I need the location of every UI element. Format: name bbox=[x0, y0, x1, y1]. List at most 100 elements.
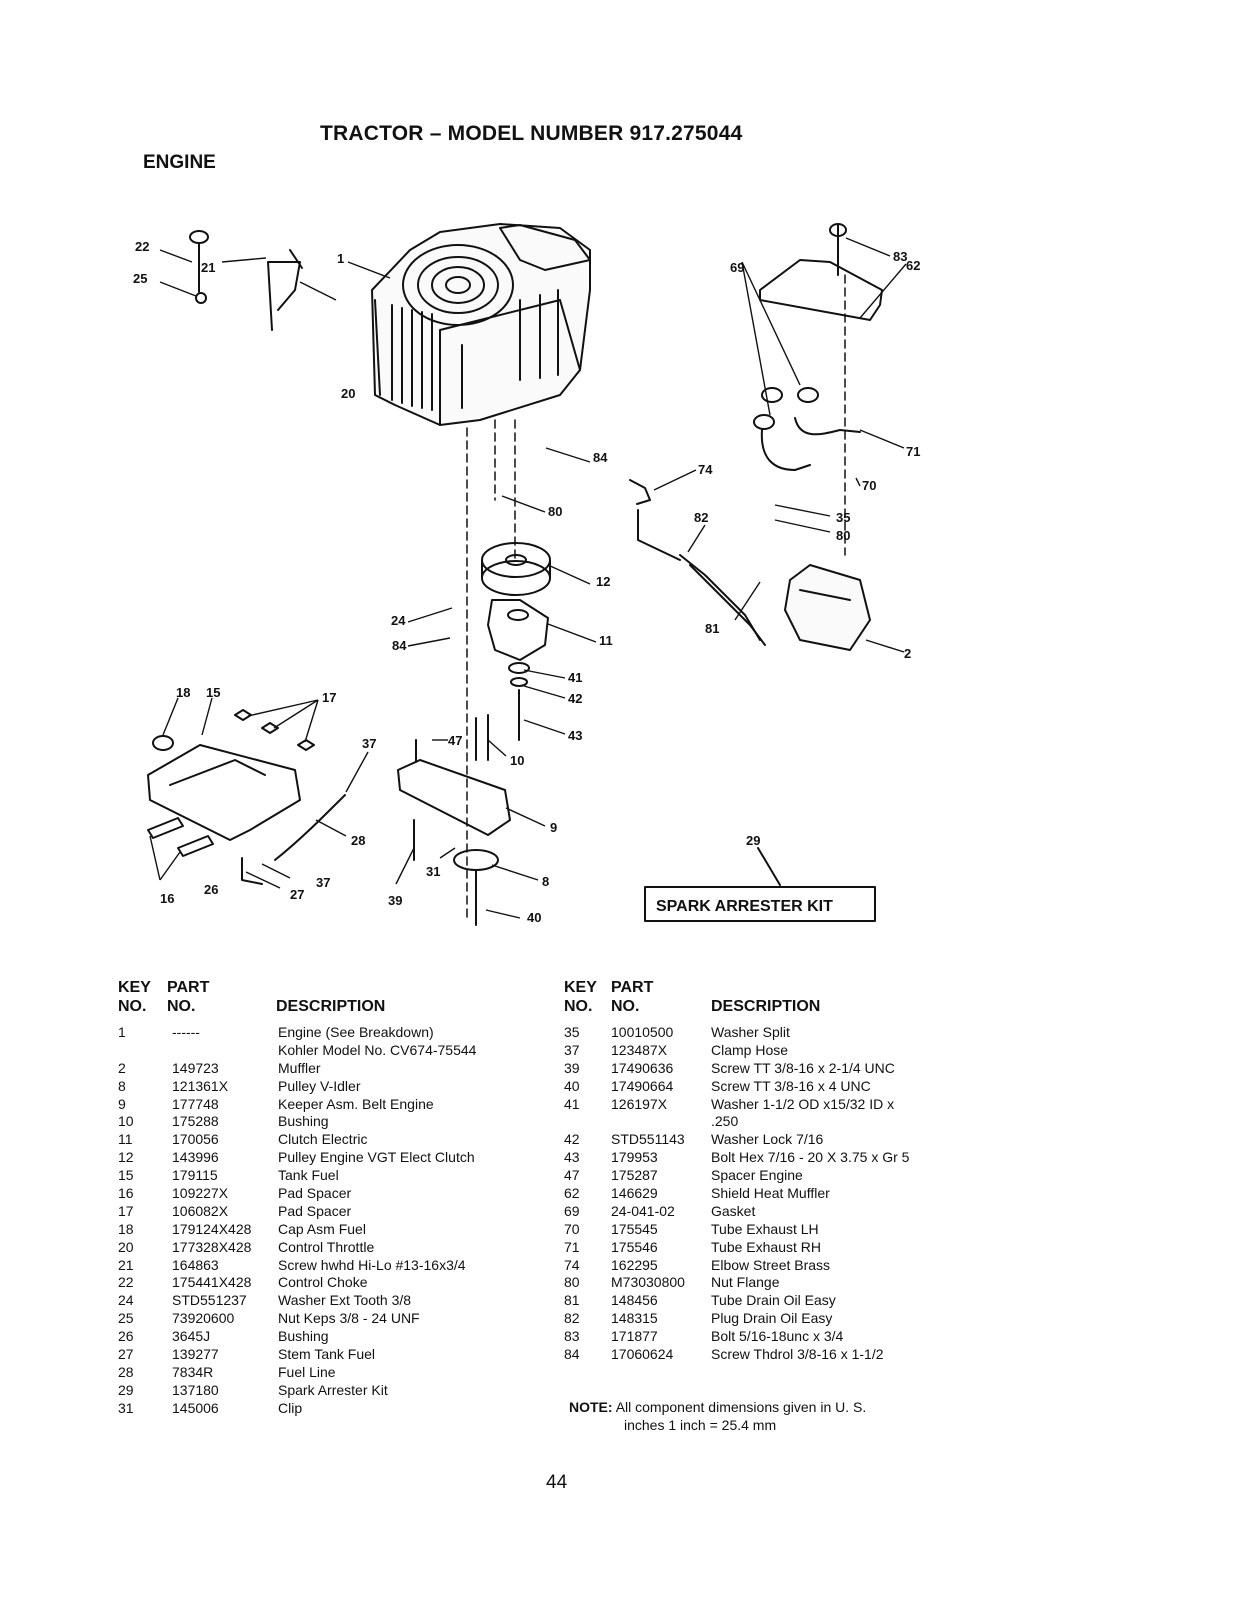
key-number: 35 bbox=[564, 1024, 580, 1040]
part-description: Screw Thdrol 3/8-16 x 1-1/2 bbox=[711, 1346, 884, 1363]
key-number: 12 bbox=[118, 1149, 134, 1166]
part-number: 17490636 bbox=[611, 1059, 674, 1076]
spark-arrester-kit-label: SPARK ARRESTER KIT bbox=[656, 898, 833, 915]
key-number: 69 bbox=[564, 1202, 580, 1219]
key-number: 20 bbox=[118, 1238, 134, 1255]
part-description: Cap Asm Fuel bbox=[278, 1220, 366, 1237]
part-number: 179115 bbox=[172, 1167, 218, 1184]
part-description: Washer 1-1/2 OD x15/32 ID x bbox=[711, 1095, 895, 1112]
callout: 12 bbox=[596, 574, 610, 589]
part-number: 179953 bbox=[611, 1149, 658, 1166]
note-line-1: All component dimensions given in U. S. bbox=[615, 1399, 867, 1415]
callout: 35 bbox=[836, 510, 850, 525]
part-description: Pulley V-Idler bbox=[278, 1077, 361, 1094]
callout: 83 bbox=[893, 249, 907, 264]
dimension-note: NOTE: All component dimensions given in … bbox=[569, 1398, 866, 1434]
callout: 22 bbox=[135, 239, 149, 254]
callout: 17 bbox=[322, 690, 336, 705]
key-number: 41 bbox=[564, 1095, 580, 1112]
part-description: Control Throttle bbox=[278, 1238, 375, 1255]
key-number: 15 bbox=[118, 1167, 134, 1184]
callout: 11 bbox=[599, 633, 613, 648]
key-number: 31 bbox=[118, 1399, 134, 1416]
header-key: KEY bbox=[118, 979, 151, 996]
part-description: Gasket bbox=[711, 1202, 756, 1219]
part-number: 17490664 bbox=[611, 1077, 674, 1094]
page-number: 44 bbox=[546, 1472, 568, 1493]
callout: 43 bbox=[568, 728, 582, 743]
part-number: 179124X428 bbox=[172, 1220, 252, 1237]
part-number: 143996 bbox=[172, 1149, 219, 1166]
callout: 37 bbox=[362, 736, 376, 751]
key-number: 9 bbox=[118, 1095, 126, 1112]
key-number: 37 bbox=[564, 1041, 580, 1058]
header-description: DESCRIPTION bbox=[711, 998, 821, 1015]
key-number: 39 bbox=[564, 1059, 580, 1076]
part-number: 175287 bbox=[611, 1167, 658, 1184]
part-description: Screw hwhd Hi-Lo #13-16x3/4 bbox=[278, 1256, 466, 1273]
part-number: 175441X428 bbox=[172, 1274, 252, 1291]
callout: 1 bbox=[337, 251, 344, 266]
part-description: Pulley Engine VGT Elect Clutch bbox=[278, 1149, 475, 1166]
callout: 31 bbox=[426, 864, 440, 879]
key-number: 70 bbox=[564, 1220, 580, 1237]
key-number: 10 bbox=[118, 1113, 134, 1130]
header-no: NO. bbox=[611, 998, 640, 1015]
part-description: Washer Ext Tooth 3/8 bbox=[278, 1292, 412, 1309]
part-number: STD551237 bbox=[172, 1292, 247, 1309]
key-number: 1 bbox=[118, 1024, 126, 1040]
part-number: M73030800 bbox=[611, 1274, 685, 1291]
key-number: 26 bbox=[118, 1328, 134, 1345]
part-description: Bushing bbox=[278, 1328, 329, 1345]
part-description: Clip bbox=[278, 1399, 303, 1416]
key-number: 84 bbox=[564, 1346, 580, 1363]
part-description: Plug Drain Oil Easy bbox=[711, 1310, 833, 1327]
part-number: 73920600 bbox=[172, 1310, 235, 1327]
heat-shield-drawing bbox=[759, 223, 883, 556]
callout: 80 bbox=[548, 504, 562, 519]
callout: 29 bbox=[746, 833, 760, 848]
key-number: 16 bbox=[118, 1185, 134, 1202]
muffler-drawing bbox=[784, 564, 871, 651]
header-key: KEY bbox=[564, 979, 597, 996]
part-description: Tube Drain Oil Easy bbox=[711, 1292, 836, 1309]
callout: 47 bbox=[448, 733, 462, 748]
part-number: 126197X bbox=[611, 1095, 668, 1112]
callout: 84 bbox=[593, 450, 608, 465]
callout: 42 bbox=[568, 691, 582, 706]
table-row: 35 10010500 Washer Split bbox=[564, 1024, 984, 1042]
callout: 10 bbox=[510, 753, 524, 768]
part-number: ------ bbox=[172, 1024, 200, 1040]
part-description: Washer Split bbox=[711, 1024, 790, 1040]
part-number: 10010500 bbox=[611, 1024, 674, 1040]
header-part: PART bbox=[611, 979, 654, 996]
part-number: 121361X bbox=[172, 1077, 229, 1094]
part-description: Tube Exhaust RH bbox=[711, 1238, 821, 1255]
table-row: 12 143996 Pulley Engine VGT Elect Clutch bbox=[118, 1149, 538, 1167]
part-description: Washer Lock 7/16 bbox=[711, 1131, 824, 1148]
part-number: 123487X bbox=[611, 1041, 668, 1058]
part-number: 175546 bbox=[611, 1238, 658, 1255]
part-number: 24-041-02 bbox=[611, 1202, 675, 1219]
part-description: Stem Tank Fuel bbox=[278, 1346, 376, 1363]
part-number: 162295 bbox=[611, 1256, 658, 1273]
callout: 8 bbox=[542, 874, 549, 889]
key-number: 62 bbox=[564, 1185, 580, 1202]
key-number: 43 bbox=[564, 1149, 580, 1166]
header-no: NO. bbox=[118, 998, 147, 1015]
callout: 41 bbox=[568, 670, 582, 685]
